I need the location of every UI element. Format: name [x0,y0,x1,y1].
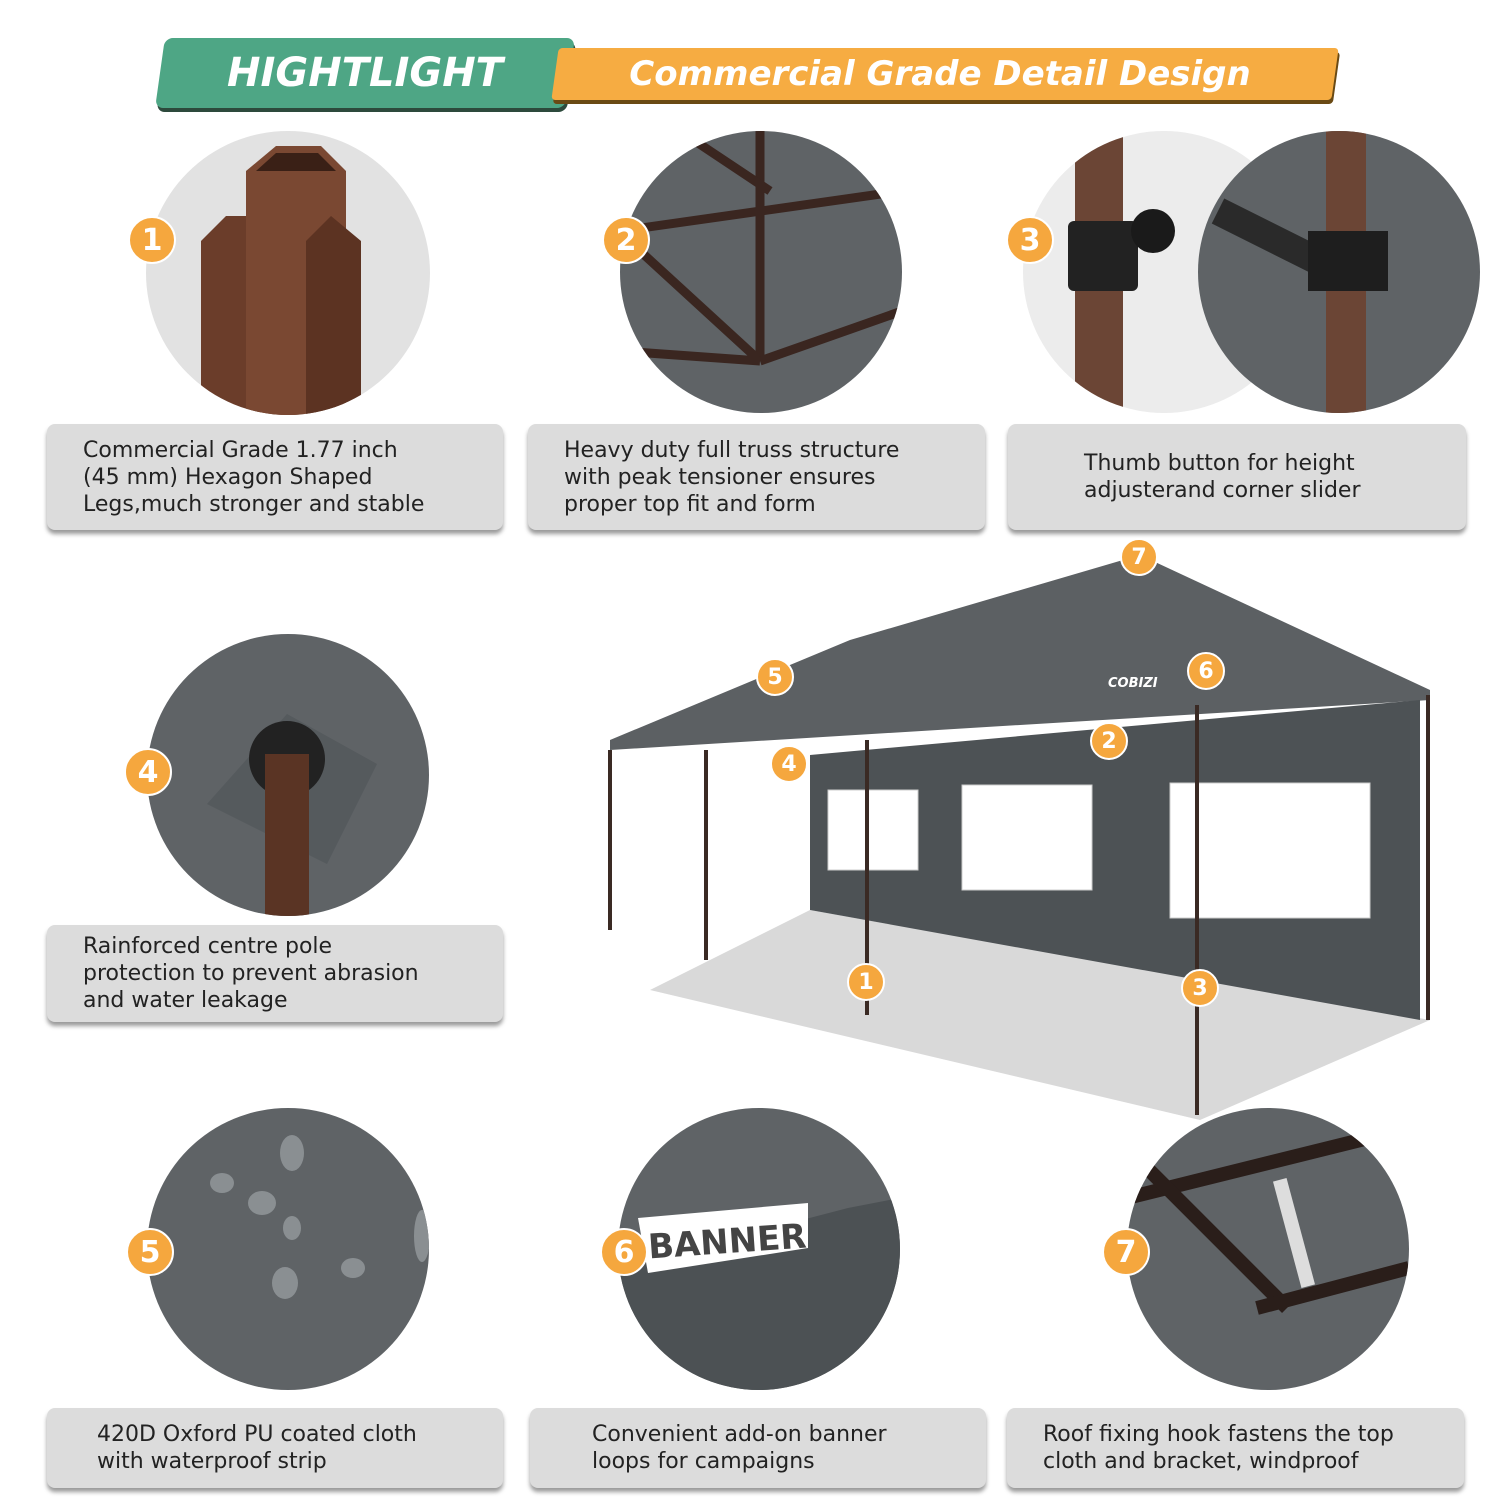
caption-text: Thumb button for height adjusterand corn… [1084,451,1361,503]
caption-text: Rainforced centre pole protection to pre… [83,934,419,1013]
feature-badge-4: 4 [124,748,172,796]
roof-hook-image [1127,1108,1409,1390]
waterproof-cloth-image [147,1108,429,1390]
tent-badge-4: 4 [770,745,808,783]
tent-badge-3: 3 [1181,969,1219,1007]
caption-text: 420D Oxford PU coated cloth with waterpr… [97,1422,417,1474]
feature-badge-3: 3 [1006,216,1054,264]
feature-caption-5: 420D Oxford PU coated cloth with waterpr… [47,1408,503,1488]
tent-badge-5: 5 [756,658,794,696]
caption-text: Heavy duty full truss structure with pea… [564,437,900,517]
banner-image [618,1108,900,1390]
tent-badge-6: 6 [1187,652,1225,690]
feature-caption-3: Thumb button for height adjusterand corn… [1008,424,1466,530]
feature-badge-1: 1 [128,216,176,264]
truss-structure-image [620,131,902,413]
feature-caption-7: Roof fixing hook fastens the top cloth a… [1007,1408,1464,1488]
caption-text: Commercial Grade 1.77 inch (45 mm) Hexag… [83,437,425,517]
caption-text: Convenient add-on banner loops for campa… [592,1422,887,1474]
feature-badge-7: 7 [1102,1228,1150,1276]
feature-caption-1: Commercial Grade 1.77 inch (45 mm) Hexag… [47,424,503,530]
corner-slider-image [1198,131,1480,413]
highlight-label: HIGHTLIGHT [227,50,503,96]
feature-badge-2: 2 [602,216,650,264]
caption-text: Roof fixing hook fastens the top cloth a… [1043,1422,1394,1474]
subtitle-label: Commercial Grade Detail Design [629,54,1251,94]
feature-caption-2: Heavy duty full truss structure with pea… [528,424,985,530]
feature-badge-6: 6 [600,1228,648,1276]
tent-badge-2: 2 [1090,722,1128,760]
tent-badge-1: 1 [847,963,885,1001]
feature-caption-4: Rainforced centre pole protection to pre… [47,925,503,1022]
hexagon-leg-image [146,131,430,415]
feature-caption-6: Convenient add-on banner loops for campa… [530,1408,986,1488]
brand-logo: COBIZI [1108,676,1158,691]
tent-badge-7: 7 [1120,538,1158,576]
centre-pole-image [147,634,429,916]
tent-illustration [608,555,1430,1120]
feature-badge-5: 5 [126,1228,174,1276]
